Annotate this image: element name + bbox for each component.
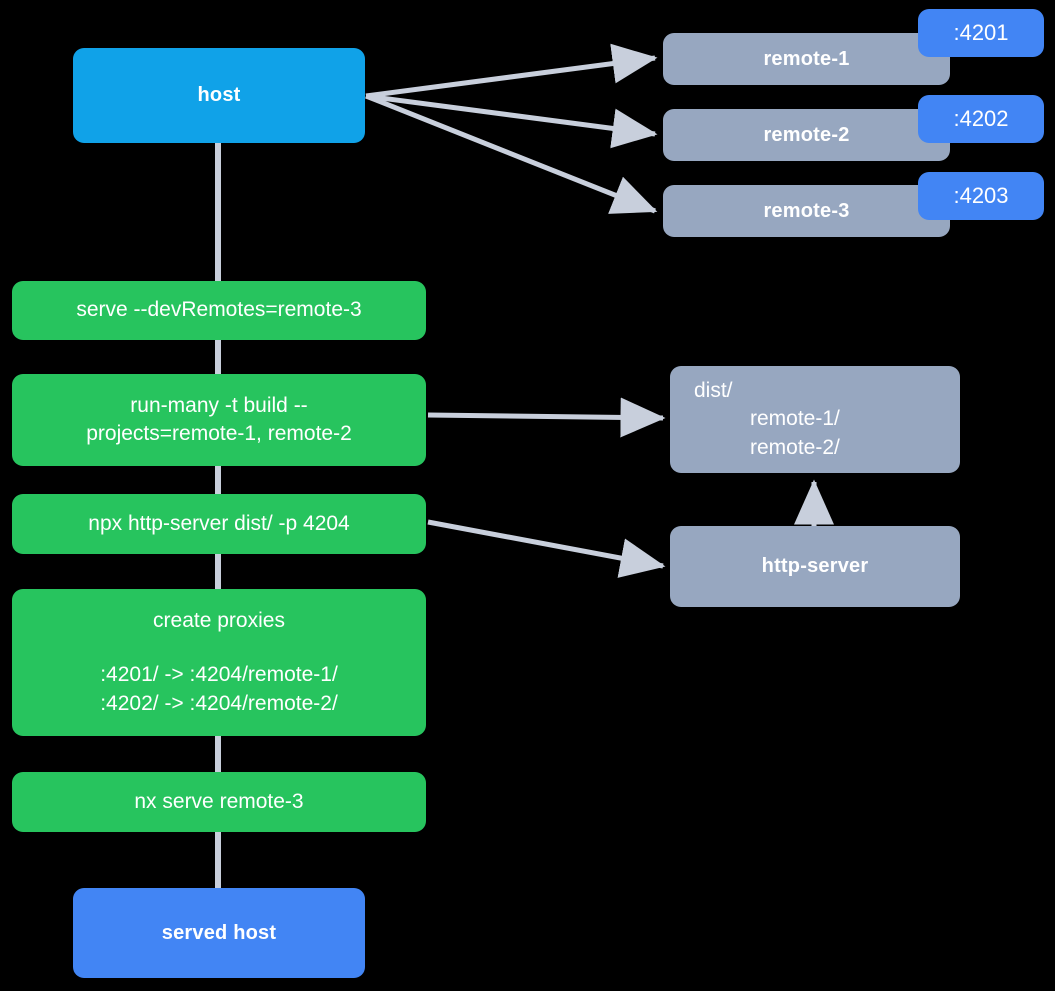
port-badge-remote-2-label: :4202 (953, 106, 1009, 131)
node-remote-3-label: remote-3 (763, 199, 850, 222)
dist-child-remote-1: remote-1/ (750, 407, 840, 431)
node-http-server-label: http-server (761, 555, 869, 578)
node-remote-3[interactable]: remote-3 (663, 185, 950, 237)
port-badge-remote-1[interactable]: :4201 (918, 9, 1044, 57)
node-remote-1-label: remote-1 (763, 47, 850, 70)
dist-child-remote-2: remote-2/ (750, 435, 840, 459)
node-remote-2-label: remote-2 (763, 123, 850, 146)
command-run-many-build-line1: run-many -t build -- (130, 393, 308, 417)
node-host-label: host (197, 84, 241, 107)
edge-host-to-remote-2 (365, 93, 658, 149)
node-http-server[interactable]: http-server (670, 526, 960, 607)
command-run-many-build[interactable]: run-many -t build -- projects=remote-1, … (12, 374, 426, 466)
node-remote-2[interactable]: remote-2 (663, 109, 950, 161)
edge-host-to-remote-1 (365, 43, 658, 99)
port-badge-remote-3-label: :4203 (953, 183, 1009, 208)
proxy-mapping-2: :4202/ -> :4204/remote-2/ (100, 691, 338, 715)
command-nx-serve-remote-3[interactable]: nx serve remote-3 (12, 772, 426, 832)
command-npx-http-server-label: npx http-server dist/ -p 4204 (88, 511, 350, 535)
edge-run-many-to-dist (427, 397, 666, 438)
node-served-host-label: served host (161, 921, 277, 944)
node-dist-directory[interactable]: dist/ remote-1/ remote-2/ (670, 366, 960, 473)
node-remote-1[interactable]: remote-1 (663, 33, 950, 85)
command-create-proxies-title: create proxies (153, 609, 285, 633)
edge-host-to-remote-3 (365, 93, 658, 214)
node-served-host[interactable]: served host (73, 888, 365, 978)
port-badge-remote-2[interactable]: :4202 (918, 95, 1044, 143)
node-host[interactable]: host (73, 48, 365, 143)
command-serve-dev-remotes[interactable]: serve --devRemotes=remote-3 (12, 281, 426, 340)
command-npx-http-server[interactable]: npx http-server dist/ -p 4204 (12, 494, 426, 554)
dist-root-label: dist/ (694, 379, 733, 403)
edge-npx-to-http-server (427, 519, 666, 578)
port-badge-remote-3[interactable]: :4203 (918, 172, 1044, 220)
command-serve-dev-remotes-label: serve --devRemotes=remote-3 (76, 298, 362, 322)
command-nx-serve-remote-3-label: nx serve remote-3 (134, 789, 304, 813)
port-badge-remote-1-label: :4201 (953, 20, 1009, 45)
command-create-proxies[interactable]: create proxies :4201/ -> :4204/remote-1/… (12, 589, 426, 736)
proxy-mapping-1: :4201/ -> :4204/remote-1/ (100, 663, 338, 687)
command-run-many-build-line2: projects=remote-1, remote-2 (86, 422, 352, 445)
